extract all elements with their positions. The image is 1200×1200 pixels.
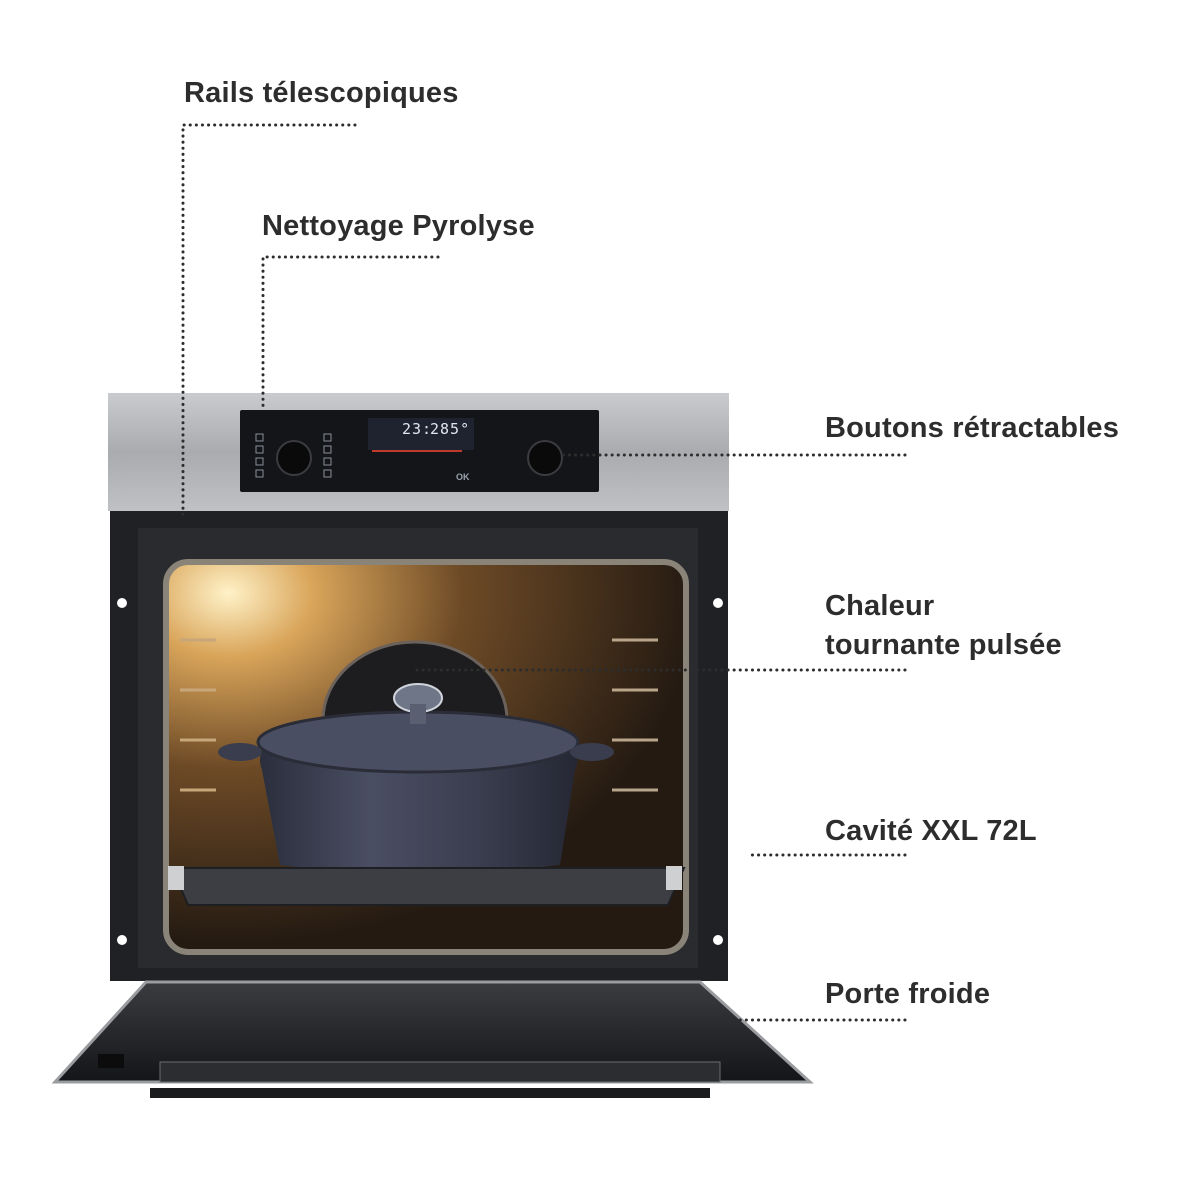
baking-tray: [170, 867, 686, 906]
pot-handle-left: [218, 743, 262, 761]
callout-boutons-retractables: Boutons rétractables: [825, 412, 1120, 444]
display-left-readout: 23:: [402, 420, 433, 438]
ok-button[interactable]: OK: [456, 472, 470, 482]
rack-rails-right: [612, 638, 658, 792]
callout-chaleur-line2: tournante pulsée: [825, 629, 1062, 661]
callout-line-pyrolyse: [261, 255, 440, 412]
right-knob: [527, 440, 563, 476]
cooking-pot: [260, 750, 578, 874]
oven-door: [51, 980, 814, 1084]
mode-icons: [255, 433, 332, 478]
callout-line-rails: [181, 123, 357, 517]
callout-rails-telescopiques: Rails télescopiques: [184, 77, 459, 109]
rack-rails-left: [180, 638, 216, 792]
callout-chaleur-line1: Chaleur: [825, 590, 935, 622]
pot-handle-right: [570, 743, 614, 761]
left-knob: [276, 440, 312, 476]
lcd-window: [368, 418, 474, 450]
callout-nettoyage-pyrolyse: Nettoyage Pyrolyse: [262, 210, 535, 242]
door-vent: [159, 1061, 721, 1083]
display-right-readout: 285°: [430, 420, 471, 438]
callout-porte-froide: Porte froide: [825, 978, 991, 1010]
red-indicator: [372, 450, 462, 452]
callout-cavite-xxl: Cavité XXL 72L: [825, 815, 1037, 847]
